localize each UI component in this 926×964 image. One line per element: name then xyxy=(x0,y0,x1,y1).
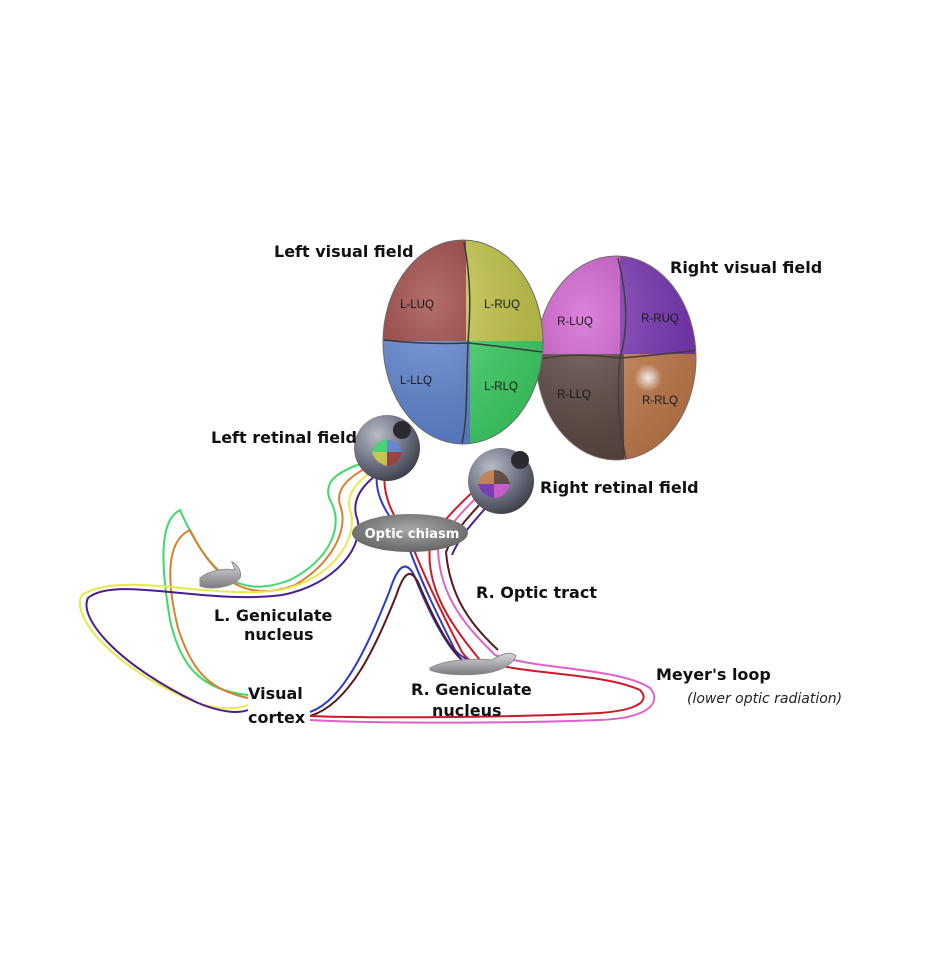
pathway-blue xyxy=(375,467,489,663)
meyers-loop-label: Meyer's loop xyxy=(656,665,771,684)
pathway-pink xyxy=(309,481,656,724)
visual-cortex-label-line1: Visual xyxy=(248,684,303,703)
right-retinal-quadrants xyxy=(478,470,510,498)
visual-cortex-label-line2: cortex xyxy=(248,708,306,727)
l-ruq-label: L-RUQ xyxy=(484,299,520,311)
left-retinal-quadrants xyxy=(372,440,402,466)
r-optic-tract-label: R. Optic tract xyxy=(476,583,597,602)
left-visual-field-label: Left visual field xyxy=(274,242,414,261)
r-luq-label: R-LUQ xyxy=(557,316,593,328)
l-rlq-label: L-RLQ xyxy=(484,381,518,393)
optic-chiasm xyxy=(352,514,468,552)
pathway-purple xyxy=(85,465,389,713)
pathway-green xyxy=(162,459,373,696)
r-ruq-label: R-RUQ xyxy=(641,313,679,325)
r-geniculate-label-line1: R. Geniculate xyxy=(411,680,532,699)
optic-chiasm-label: Optic chiasm xyxy=(365,527,460,542)
right-visual-field: R-LUQ R-RUQ R-LLQ R-RLQ xyxy=(535,255,697,461)
right-visual-field-label: Right visual field xyxy=(670,258,822,277)
left-retinal-field-label: Left retinal field xyxy=(211,428,357,447)
r-llq-label: R-LLQ xyxy=(557,389,591,401)
left-visual-field: L-LUQ L-RUQ L-LLQ L-RLQ xyxy=(382,239,544,445)
r-rlq-label: R-RLQ xyxy=(642,395,678,407)
r-geniculate-nucleus-shape xyxy=(429,652,517,676)
r-geniculate-label-line2: nucleus xyxy=(432,701,502,720)
meyers-loop-sublabel: (lower optic radiation) xyxy=(687,691,842,707)
l-geniculate-label-line1: L. Geniculate xyxy=(214,606,333,625)
l-geniculate-label-line2: nucleus xyxy=(244,625,314,644)
left-eye-pathways xyxy=(79,459,389,713)
right-eye xyxy=(468,448,534,514)
right-retinal-field-label: Right retinal field xyxy=(540,478,699,497)
pathway-blue-2 xyxy=(309,565,463,713)
l-luq-label: L-LUQ xyxy=(400,299,434,311)
l-llq-label: L-LLQ xyxy=(400,375,432,387)
left-eye xyxy=(354,415,420,481)
l-geniculate-nucleus-shape xyxy=(199,560,241,589)
pathway-maroon xyxy=(309,572,467,717)
